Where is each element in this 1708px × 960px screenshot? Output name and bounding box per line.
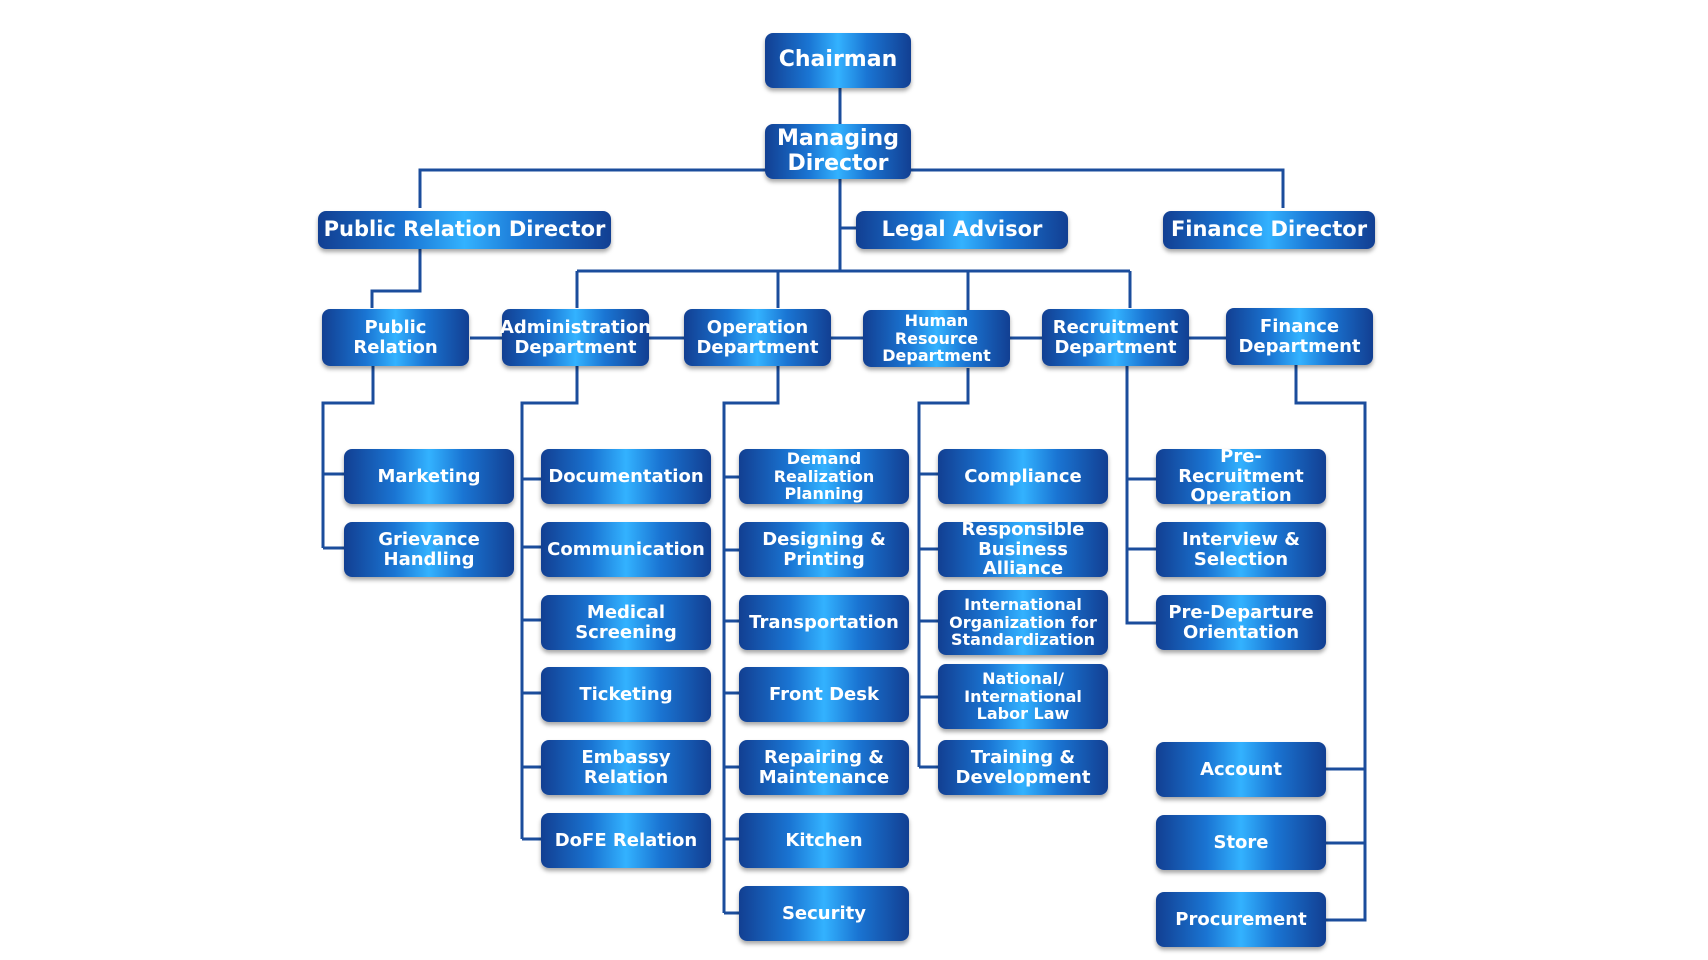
responsible-business-alliance-box: Responsible Business Alliance [938,519,1108,579]
repairing-maintenance-box: Repairing & Maintenance [739,740,909,795]
ticketing-box: Ticketing [541,667,711,722]
pre-recruitment-operation-box: Pre-Recruitment Operation [1156,446,1326,506]
public-relation-director-box: Public Relation Director [318,211,611,249]
store-box: Store [1156,815,1326,870]
front-desk-box: Front Desk [739,667,909,722]
kitchen-box: Kitchen [739,813,909,868]
iso-box: International Organization for Standardi… [938,590,1108,655]
interview-selection-box: Interview & Selection [1156,522,1326,577]
legal-advisor-box: Legal Advisor [856,211,1068,249]
managing-director-box: Managing Director [765,124,911,179]
administration-dept-box: Administration Department [500,309,651,366]
designing-printing-box: Designing & Printing [739,522,909,577]
compliance-box: Compliance [938,449,1108,504]
account-box: Account [1156,742,1326,797]
communication-box: Communication [541,522,711,577]
embassy-relation-box: Embassy Relation [541,740,711,795]
public-relation-dept-box: Public Relation [322,309,469,366]
security-box: Security [739,886,909,941]
finance-dept-box: Finance Department [1226,308,1373,365]
marketing-box: Marketing [344,449,514,504]
grievance-handling-box: Grievance Handling [344,522,514,577]
operation-dept-box: Operation Department [684,309,831,366]
human-resource-dept-box: Human Resource Department [863,310,1010,367]
dofe-relation-box: DoFE Relation [541,813,711,868]
demand-realization-planning-box: Demand Realization Planning [739,449,909,504]
recruitment-dept-box: Recruitment Department [1042,309,1189,366]
chairman-box: Chairman [765,33,911,88]
pre-departure-orientation-box: Pre-Departure Orientation [1156,595,1326,650]
finance-director-box: Finance Director [1163,211,1375,249]
transportation-box: Transportation [739,595,909,650]
labor-law-box: National/ International Labor Law [938,664,1108,729]
documentation-box: Documentation [541,449,711,504]
medical-screening-box: Medical Screening [541,595,711,650]
training-development-box: Training & Development [938,740,1108,795]
procurement-box: Procurement [1156,892,1326,947]
